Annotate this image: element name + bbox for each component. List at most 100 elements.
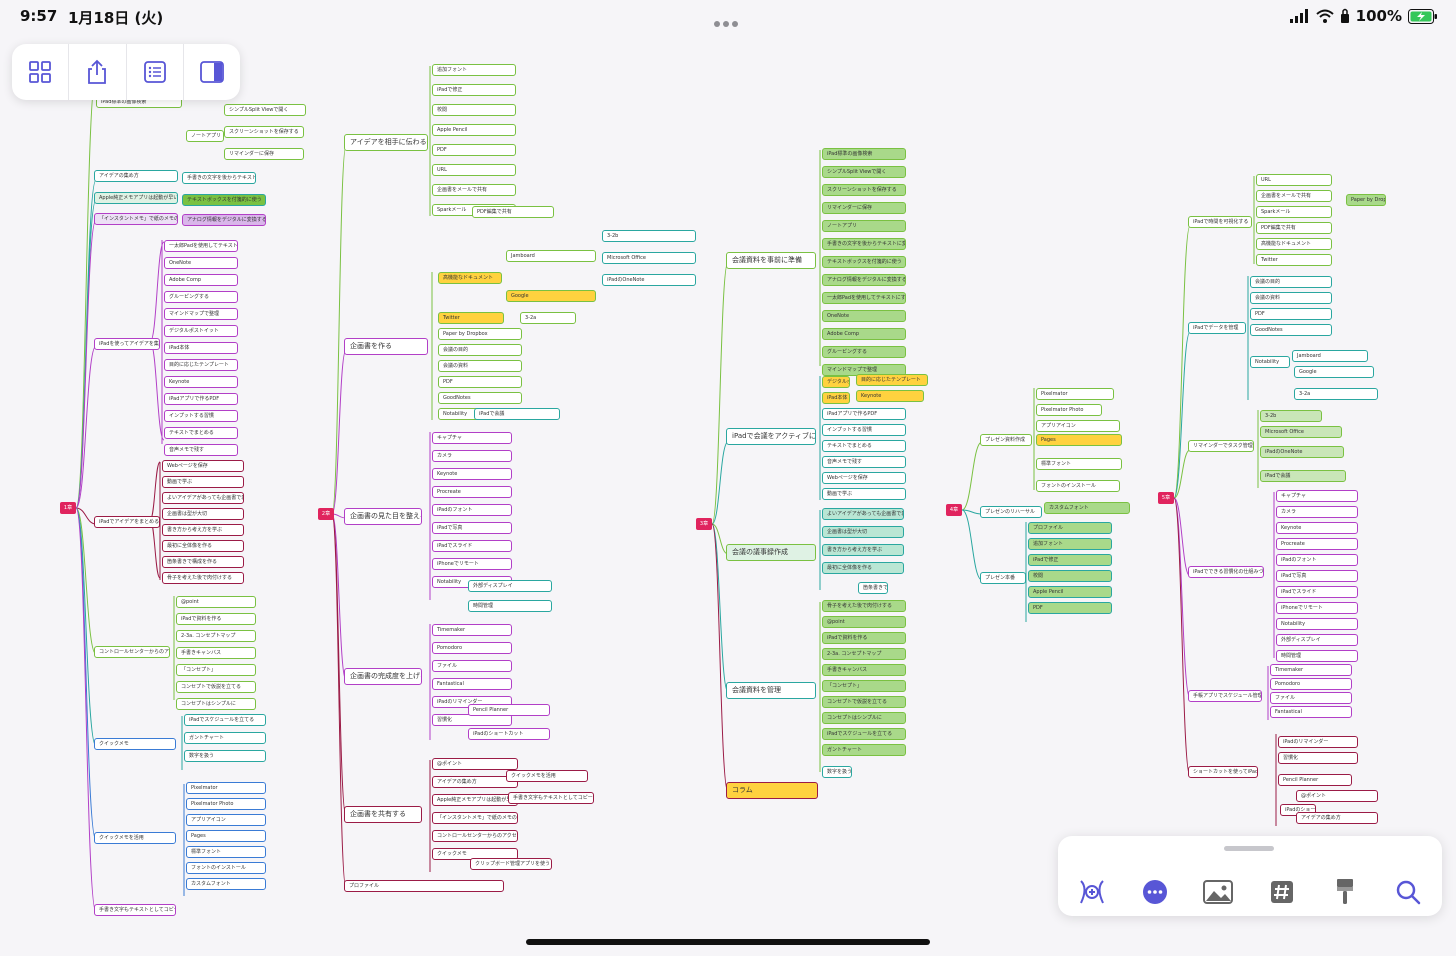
share-button[interactable]: [69, 44, 127, 100]
mindmap-leaf-node[interactable]: iPadのショートカット: [468, 728, 550, 740]
mindmap-leaf-node[interactable]: 高機能なドキュメント: [438, 272, 502, 284]
mindmap-leaf-node[interactable]: iPadでスライド: [432, 540, 512, 552]
mindmap-leaf-node[interactable]: コントロールセンターからのアクセス: [432, 830, 518, 842]
mindmap-leaf-node[interactable]: 動画で学ぶ: [822, 488, 906, 500]
mindmap-leaf-node[interactable]: 動画で学ぶ: [162, 476, 244, 488]
mindmap-leaf-node[interactable]: 手書きの文字を後からテキストに変換: [822, 238, 906, 250]
mindmap-leaf-node[interactable]: グルーピングする: [164, 291, 238, 303]
mindmap-leaf-node[interactable]: Apple Pencil: [1028, 586, 1112, 598]
mindmap-leaf-node[interactable]: シンプルSplit Viewで開く: [224, 104, 306, 116]
mindmap-leaf-node[interactable]: 一太郎Padを使用してテキストにする: [164, 240, 238, 252]
tag-button[interactable]: [1262, 874, 1302, 910]
mindmap-leaf-node[interactable]: ガントチャート: [184, 732, 266, 744]
mindmap-leaf-node[interactable]: クリップボード管理アプリを使う: [470, 858, 552, 870]
mindmap-leaf-node[interactable]: Pomodoro: [432, 642, 512, 654]
mindmap-leaf-node[interactable]: クイックメモを活用: [506, 770, 588, 782]
more-button[interactable]: [1135, 874, 1175, 910]
mindmap-leaf-node[interactable]: 会議の資料: [438, 360, 522, 372]
mindmap-leaf-node[interactable]: コンセプトはシンプルに: [176, 698, 256, 710]
mindmap-leaf-node[interactable]: iPadでスケジュールを立てる: [822, 728, 906, 740]
mindmap-leaf-node[interactable]: スクリーンショットを保存する: [822, 184, 906, 196]
mindmap-leaf-node[interactable]: iPadで写真: [1276, 570, 1358, 582]
mindmap-leaf-node[interactable]: GoodNotes: [438, 392, 522, 404]
mindmap-leaf-node[interactable]: Paper by Dropbox: [438, 328, 522, 340]
mindmap-leaf-node[interactable]: OneNote: [164, 257, 238, 269]
mindmap-leaf-node[interactable]: 書き方から考え方を学ぶ: [822, 544, 904, 556]
mindmap-leaf-node[interactable]: コンセプトで仮説を立てる: [176, 681, 256, 693]
mindmap-leaf-node[interactable]: 骨子を考えた後で肉付けする: [822, 600, 906, 612]
mindmap-leaf-node[interactable]: プレゼン資料作成: [980, 434, 1032, 446]
mindmap-leaf-node[interactable]: クイックメモ: [94, 738, 176, 750]
mindmap-leaf-node[interactable]: Twitter: [1256, 254, 1332, 266]
mindmap-leaf-node[interactable]: PDF: [438, 376, 522, 388]
mindmap-leaf-node[interactable]: ノートアプリ: [822, 220, 906, 232]
drag-handle[interactable]: [1224, 846, 1274, 851]
mindmap-leaf-node[interactable]: 箇条書きで構成を作る: [162, 556, 244, 568]
outline-button[interactable]: [127, 44, 184, 100]
image-button[interactable]: [1198, 874, 1238, 910]
home-indicator[interactable]: [526, 939, 930, 945]
mindmap-leaf-node[interactable]: テキストでまとめる: [822, 440, 906, 452]
mindmap-leaf-node[interactable]: Adobe Comp: [822, 328, 906, 340]
mindmap-leaf-node[interactable]: iPadで修正: [432, 84, 516, 96]
mindmap-leaf-node[interactable]: Pencil Planner: [468, 704, 550, 716]
mindmap-root-node[interactable]: 1章: [60, 502, 76, 514]
mindmap-leaf-node[interactable]: 目的に応じたテンプレート: [164, 359, 238, 371]
mindmap-leaf-node[interactable]: iPadで修正: [1028, 554, 1112, 566]
mindmap-leaf-node[interactable]: Pencil Planner: [1278, 774, 1352, 786]
mindmap-leaf-node[interactable]: 追加フォント: [1028, 538, 1112, 550]
mindmap-leaf-node[interactable]: フォントのインストール: [186, 862, 266, 874]
mindmap-leaf-node[interactable]: GoodNotes: [1250, 324, 1332, 336]
mindmap-leaf-node[interactable]: iPadで会議: [1260, 470, 1346, 482]
mindmap-leaf-node[interactable]: PDF編集で共有: [472, 206, 554, 218]
mindmap-leaf-node[interactable]: Keynote: [164, 376, 238, 388]
mindmap-leaf-node[interactable]: Keynote: [856, 390, 924, 402]
mindmap-leaf-node[interactable]: Timemaker: [1270, 664, 1352, 676]
mindmap-leaf-node[interactable]: Fantastical: [432, 678, 512, 690]
mindmap-leaf-node[interactable]: iPadのOneNote: [1260, 446, 1344, 458]
mindmap-leaf-node[interactable]: カメラ: [432, 450, 512, 462]
mindmap-leaf-node[interactable]: リマインダーに保存: [822, 202, 906, 214]
mindmap-leaf-node[interactable]: @point: [822, 616, 906, 628]
mindmap-leaf-node[interactable]: Pixelmator: [1036, 388, 1114, 400]
mindmap-leaf-node[interactable]: 校閲: [1028, 570, 1112, 582]
mindmap-leaf-node[interactable]: 音声メモで残す: [822, 456, 906, 468]
mindmap-leaf-node[interactable]: iPad本体: [164, 342, 238, 354]
mindmap-leaf-node[interactable]: Pixelmator Photo: [1036, 404, 1102, 416]
mindmap-leaf-node[interactable]: Jamboard: [506, 250, 596, 262]
mindmap-branch-node[interactable]: コラム: [726, 782, 818, 799]
mindmap-leaf-node[interactable]: シンプルSplit Viewで開く: [822, 166, 906, 178]
mindmap-leaf-node[interactable]: 高機能なドキュメント: [1256, 238, 1332, 250]
mindmap-leaf-node[interactable]: 会議の資料: [1250, 292, 1332, 304]
mindmap-leaf-node[interactable]: Apple純正メモアプリは起動が早い: [94, 192, 178, 204]
mindmap-leaf-node[interactable]: URL: [432, 164, 516, 176]
mindmap-leaf-node[interactable]: PDF編集で共有: [1256, 222, 1332, 234]
mindmap-leaf-node[interactable]: テキストボックスを付箋的に使う: [182, 194, 266, 206]
mindmap-leaf-node[interactable]: 企画書をメールで共有: [1256, 190, 1332, 202]
mindmap-leaf-node[interactable]: iPadで写真: [432, 522, 512, 534]
mindmap-leaf-node[interactable]: アプリアイコン: [186, 814, 266, 826]
mindmap-leaf-node[interactable]: 手書き文字もテキストとしてコピー可能: [94, 904, 176, 916]
mindmap-leaf-node[interactable]: Pixelmator Photo: [186, 798, 266, 810]
brush-button[interactable]: [1325, 874, 1365, 910]
mindmap-leaf-node[interactable]: PDF: [1028, 602, 1112, 614]
mindmap-leaf-node[interactable]: 標準フォント: [1036, 458, 1122, 470]
mindmap-leaf-node[interactable]: Timemaker: [432, 624, 512, 636]
mindmap-leaf-node[interactable]: フォントのインストール: [1036, 480, 1120, 492]
mindmap-leaf-node[interactable]: 外部ディスプレイ: [468, 580, 552, 592]
mindmap-leaf-node[interactable]: iPadのフォント: [1276, 554, 1358, 566]
mindmap-leaf-node[interactable]: コンセプトはシンプルに: [822, 712, 906, 724]
mindmap-leaf-node[interactable]: アイデアの集め方: [1296, 812, 1378, 824]
mindmap-leaf-node[interactable]: Procreate: [432, 486, 512, 498]
mindmap-leaf-node[interactable]: 手書きキャンバス: [176, 647, 256, 659]
grid-view-button[interactable]: [12, 44, 70, 100]
mindmap-leaf-node[interactable]: Google: [506, 290, 596, 302]
mindmap-leaf-node[interactable]: 時間管理: [1276, 650, 1358, 662]
mindmap-leaf-node[interactable]: 一太郎Padを使用してテキストにする: [822, 292, 906, 304]
mindmap-leaf-node[interactable]: カスタムフォント: [1044, 502, 1130, 514]
multitask-dots-icon[interactable]: [714, 12, 744, 27]
mindmap-leaf-node[interactable]: 企画書は型が大切: [822, 526, 904, 538]
mindmap-leaf-node[interactable]: iPadで資料を作る: [176, 613, 256, 625]
mindmap-leaf-node[interactable]: 「インスタントメモ」で紙のメモのようにiPadが使える: [432, 812, 518, 824]
